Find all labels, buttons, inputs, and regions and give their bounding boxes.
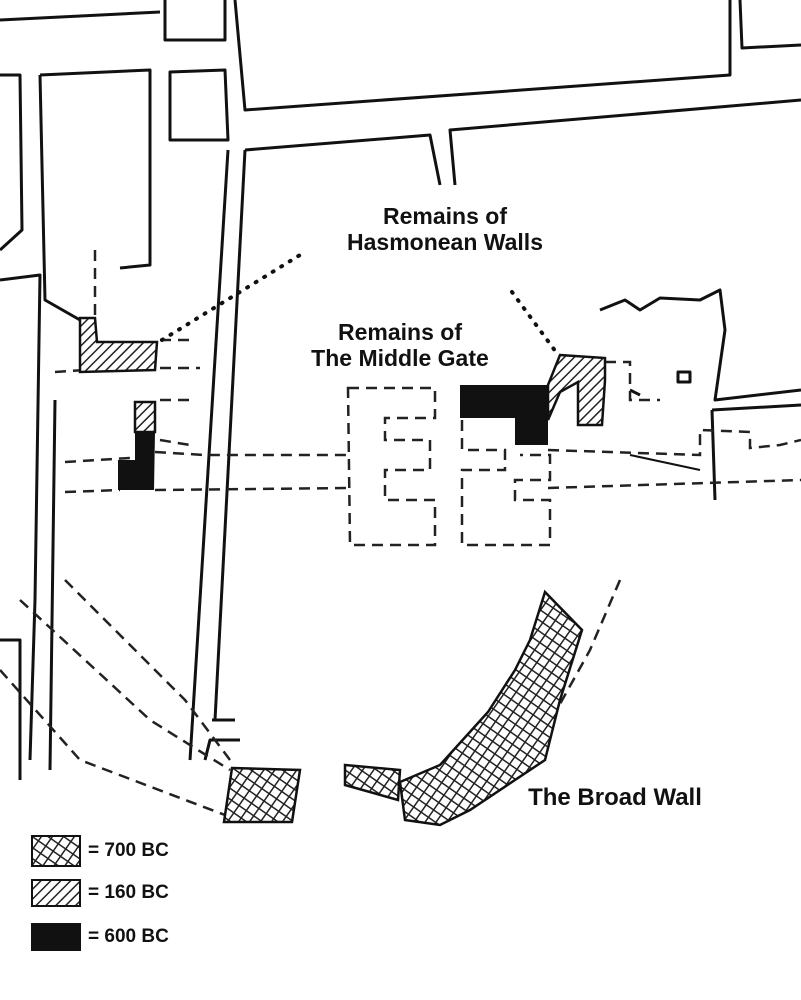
dashed-line xyxy=(64,486,351,494)
diagonal-hatch-area xyxy=(133,400,157,434)
dashed-walls xyxy=(0,250,801,817)
street-road xyxy=(213,149,247,721)
street-block xyxy=(0,10,161,22)
street-block xyxy=(599,288,801,402)
street-block xyxy=(203,738,240,761)
middle-gate-remains xyxy=(118,385,548,490)
legend-swatches xyxy=(31,835,81,951)
label-hasmonean-walls: Remains of Hasmonean Walls xyxy=(347,203,543,255)
street-block xyxy=(0,273,42,761)
broad-wall-line xyxy=(0,669,226,817)
middle-gate-outline-right xyxy=(460,420,552,547)
street-block xyxy=(48,399,57,771)
street-block xyxy=(163,0,227,42)
legend-label-160bc: = 160 BC xyxy=(88,882,169,903)
street-block xyxy=(168,68,230,142)
street-block xyxy=(0,73,24,252)
street-block xyxy=(39,68,152,270)
pointer-hasmonean-right xyxy=(510,290,558,354)
streets xyxy=(0,0,801,780)
legend-label-600bc: = 600 BC xyxy=(88,926,169,947)
crosshatch-area xyxy=(398,589,584,827)
dashed-line xyxy=(159,438,191,447)
solid-black-area xyxy=(460,385,548,445)
street-block xyxy=(710,409,717,501)
legend-label-700bc: = 700 BC xyxy=(88,840,169,861)
crosshatch-area xyxy=(222,766,302,824)
dashed-line xyxy=(64,450,350,464)
small-structure xyxy=(676,370,692,384)
broad-wall-line xyxy=(469,579,622,811)
broad-wall-line xyxy=(19,599,231,772)
street-block xyxy=(738,0,801,50)
dashed-line xyxy=(547,428,801,457)
street-block xyxy=(38,74,81,322)
legend-swatch-black xyxy=(31,923,81,951)
solid-black-area xyxy=(118,432,155,490)
diagonal-hatch-area xyxy=(78,316,159,374)
street-block xyxy=(448,98,801,186)
broad-wall-line xyxy=(64,579,231,761)
label-middle-gate: Remains of The Middle Gate xyxy=(311,319,489,371)
street-block xyxy=(233,0,732,112)
broad-wall-remains xyxy=(222,589,584,827)
street-block xyxy=(0,638,22,780)
label-broad-wall: The Broad Wall xyxy=(528,784,702,811)
street-block xyxy=(629,454,701,471)
pointer-hasmonean-left xyxy=(160,253,302,342)
middle-gate-outline-left xyxy=(346,386,437,547)
legend-swatch-crosshatch xyxy=(31,835,81,867)
street-block xyxy=(629,388,641,397)
dashed-line xyxy=(605,360,660,402)
street-block xyxy=(711,403,801,412)
diagonal-hatch-area xyxy=(546,353,607,427)
crosshatch-area xyxy=(343,763,402,802)
street-block xyxy=(244,133,442,186)
legend-swatch-diagonal xyxy=(31,879,81,907)
dashed-line xyxy=(547,478,801,490)
